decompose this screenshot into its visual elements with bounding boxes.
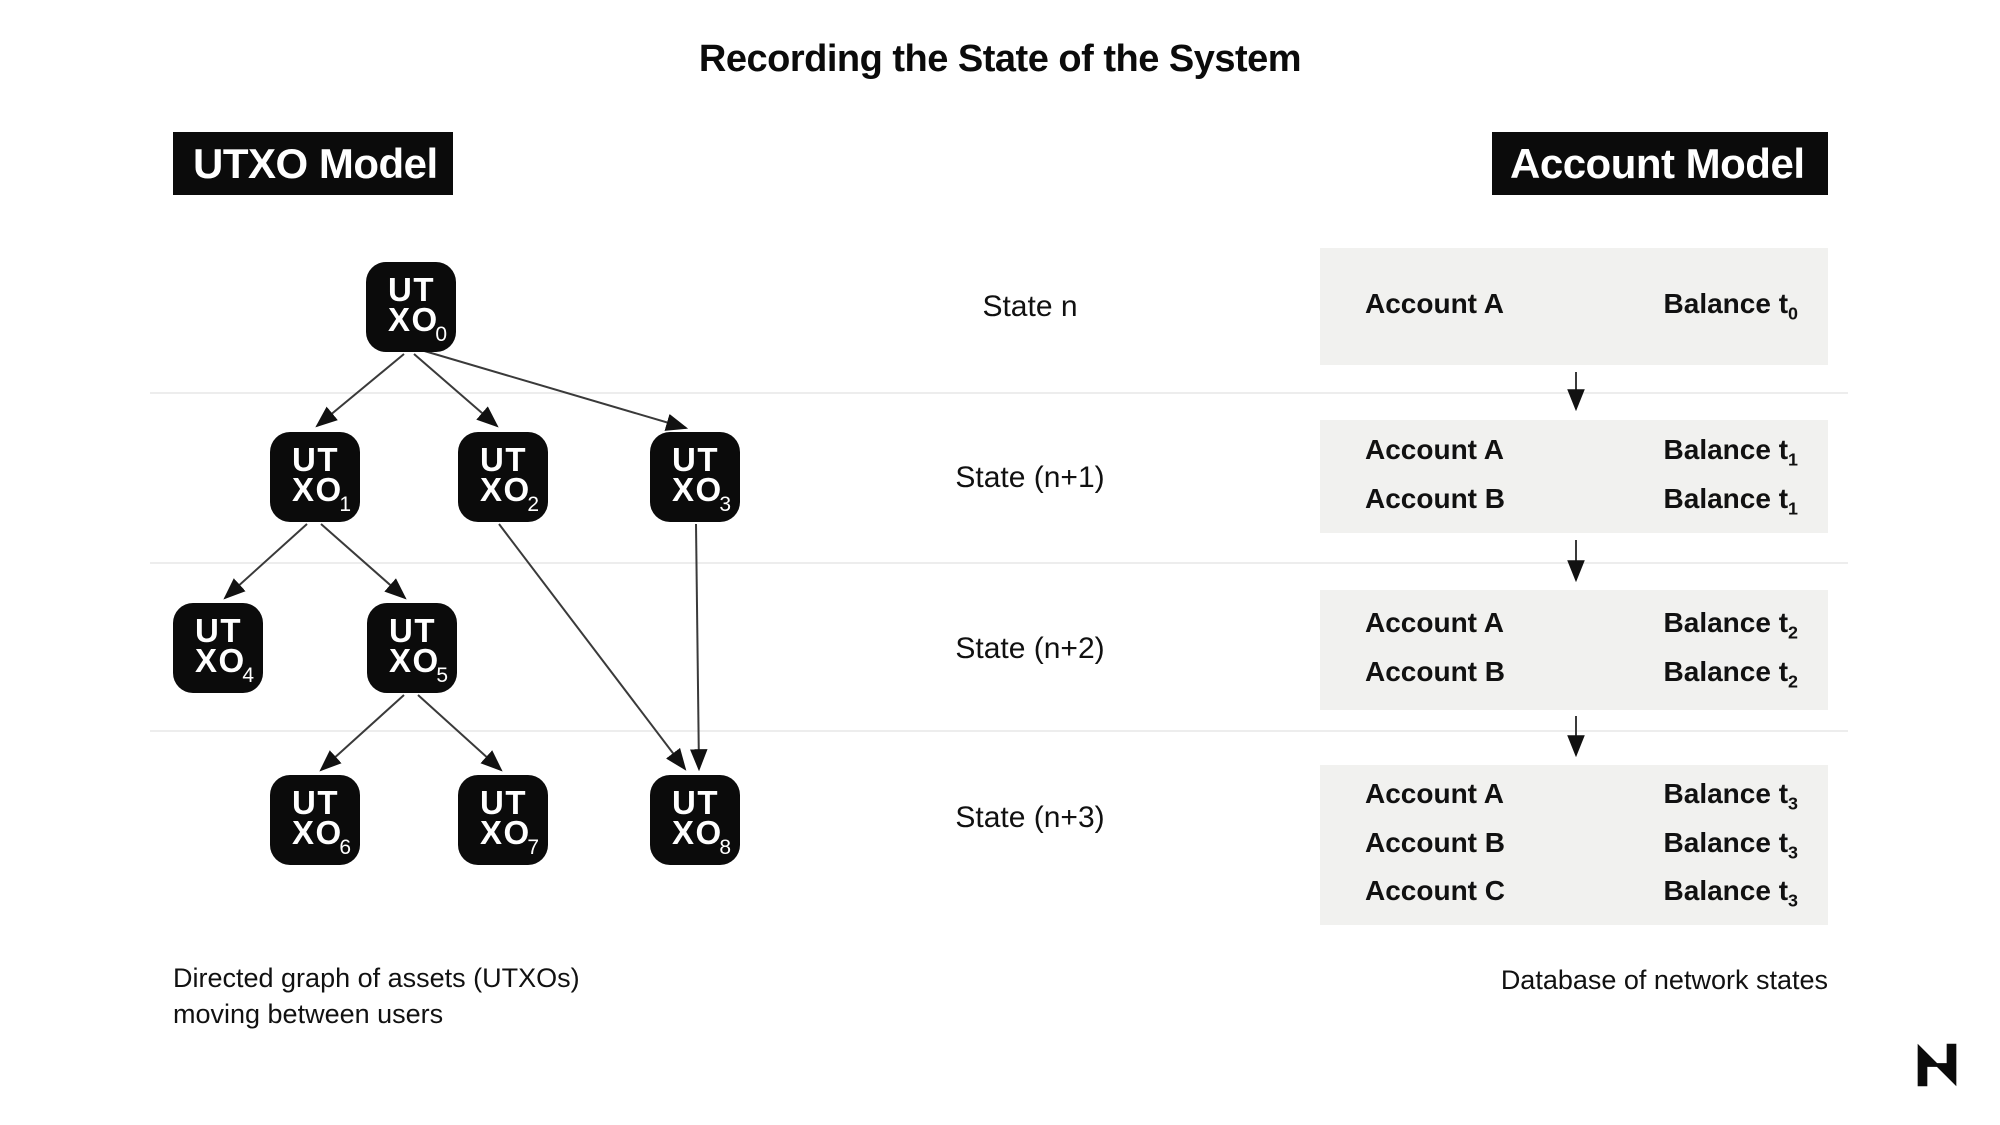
- utxo-node-subscript: 0: [435, 323, 447, 346]
- account-model-header: Account Model: [1492, 132, 1828, 195]
- row-separator-line: [150, 392, 1848, 394]
- row-separator-line: [150, 730, 1848, 732]
- balance-value: Balance t0: [1663, 288, 1798, 324]
- utxo-node-subscript: 3: [719, 493, 731, 516]
- utxo-node-label: UT XO: [292, 441, 343, 508]
- utxo-node-subscript: 8: [719, 836, 731, 859]
- utxo-node-subscript: 6: [339, 836, 351, 859]
- account-name: Account A: [1365, 778, 1504, 810]
- utxo-node-7: UT XO 7: [458, 775, 548, 865]
- utxo-node-8: UT XO 8: [650, 775, 740, 865]
- utxo-node-subscript: 2: [527, 493, 539, 516]
- account-balance-row: Account C Balance t3: [1365, 875, 1798, 912]
- balance-value: Balance t1: [1663, 433, 1798, 470]
- account-name: Account B: [1365, 656, 1505, 687]
- balance-value: Balance t3: [1663, 826, 1798, 863]
- account-name: Account B: [1365, 826, 1505, 858]
- utxo-node-subscript: 4: [242, 664, 254, 687]
- utxo-caption-line1: Directed graph of assets (UTXOs): [173, 963, 580, 993]
- utxo-node-label: UT XO: [480, 441, 531, 508]
- utxo-node-1: UT XO 1: [270, 432, 360, 522]
- account-name: Account A: [1365, 433, 1504, 465]
- account-balance-row: Account A Balance t2: [1365, 607, 1798, 644]
- account-name: Account A: [1365, 607, 1504, 639]
- utxo-caption-line2: moving between users: [173, 999, 444, 1029]
- utxo-node-0: UT XO 0: [366, 262, 456, 352]
- utxo-node-3: UT XO 3: [650, 432, 740, 522]
- account-balance-row: Account B Balance t1: [1365, 483, 1798, 520]
- balance-value: Balance t1: [1663, 482, 1798, 519]
- state-label-n3: State (n+3): [955, 801, 1105, 834]
- account-name: Account A: [1365, 288, 1504, 320]
- row-separator-line: [150, 562, 1848, 564]
- account-balance-row: Account A Balance t0: [1365, 288, 1798, 325]
- utxo-node-2: UT XO 2: [458, 432, 548, 522]
- utxo-node-5: UT XO 5: [367, 603, 457, 693]
- state-label-n2: State (n+2): [955, 632, 1105, 665]
- balance-value: Balance t2: [1663, 607, 1798, 643]
- account-state-panel-2: Account A Balance t2 Account B Balance t…: [1320, 590, 1828, 710]
- account-balance-row: Account A Balance t1: [1365, 434, 1798, 471]
- utxo-node-4: UT XO 4: [173, 603, 263, 693]
- account-balance-row: Account B Balance t3: [1365, 827, 1798, 864]
- utxo-node-label: UT XO: [292, 784, 343, 851]
- utxo-node-label: UT XO: [389, 612, 440, 679]
- balance-value: Balance t2: [1663, 656, 1798, 692]
- account-state-panel-3: Account A Balance t3 Account B Balance t…: [1320, 765, 1828, 925]
- account-state-panel-1: Account A Balance t1 Account B Balance t…: [1320, 420, 1828, 533]
- account-name: Account C: [1365, 875, 1505, 907]
- account-caption: Database of network states: [1500, 965, 1828, 995]
- account-name: Account B: [1365, 482, 1505, 514]
- account-balance-row: Account A Balance t3: [1365, 778, 1798, 815]
- utxo-node-label: UT XO: [672, 441, 723, 508]
- state-label-n1: State (n+1): [955, 461, 1105, 494]
- balance-value: Balance t3: [1663, 778, 1798, 814]
- utxo-model-header: UTXO Model: [173, 132, 453, 195]
- utxo-node-label: UT XO: [480, 784, 531, 851]
- page-title: Recording the State of the System: [698, 38, 1302, 80]
- utxo-node-subscript: 7: [527, 836, 539, 859]
- state-label-n: State n: [982, 290, 1078, 323]
- n-logo-icon: [1917, 1043, 1957, 1087]
- utxo-node-subscript: 5: [436, 664, 448, 687]
- utxo-node-subscript: 1: [339, 493, 351, 516]
- utxo-node-6: UT XO 6: [270, 775, 360, 865]
- account-state-panel-0: Account A Balance t0: [1320, 248, 1828, 365]
- account-balance-row: Account B Balance t2: [1365, 656, 1798, 693]
- utxo-node-label: UT XO: [672, 784, 723, 851]
- utxo-node-label: UT XO: [195, 612, 246, 679]
- utxo-caption: Directed graph of assets (UTXOs) moving …: [173, 960, 580, 1032]
- utxo-node-label: UT XO: [388, 271, 439, 338]
- balance-value: Balance t3: [1663, 875, 1798, 911]
